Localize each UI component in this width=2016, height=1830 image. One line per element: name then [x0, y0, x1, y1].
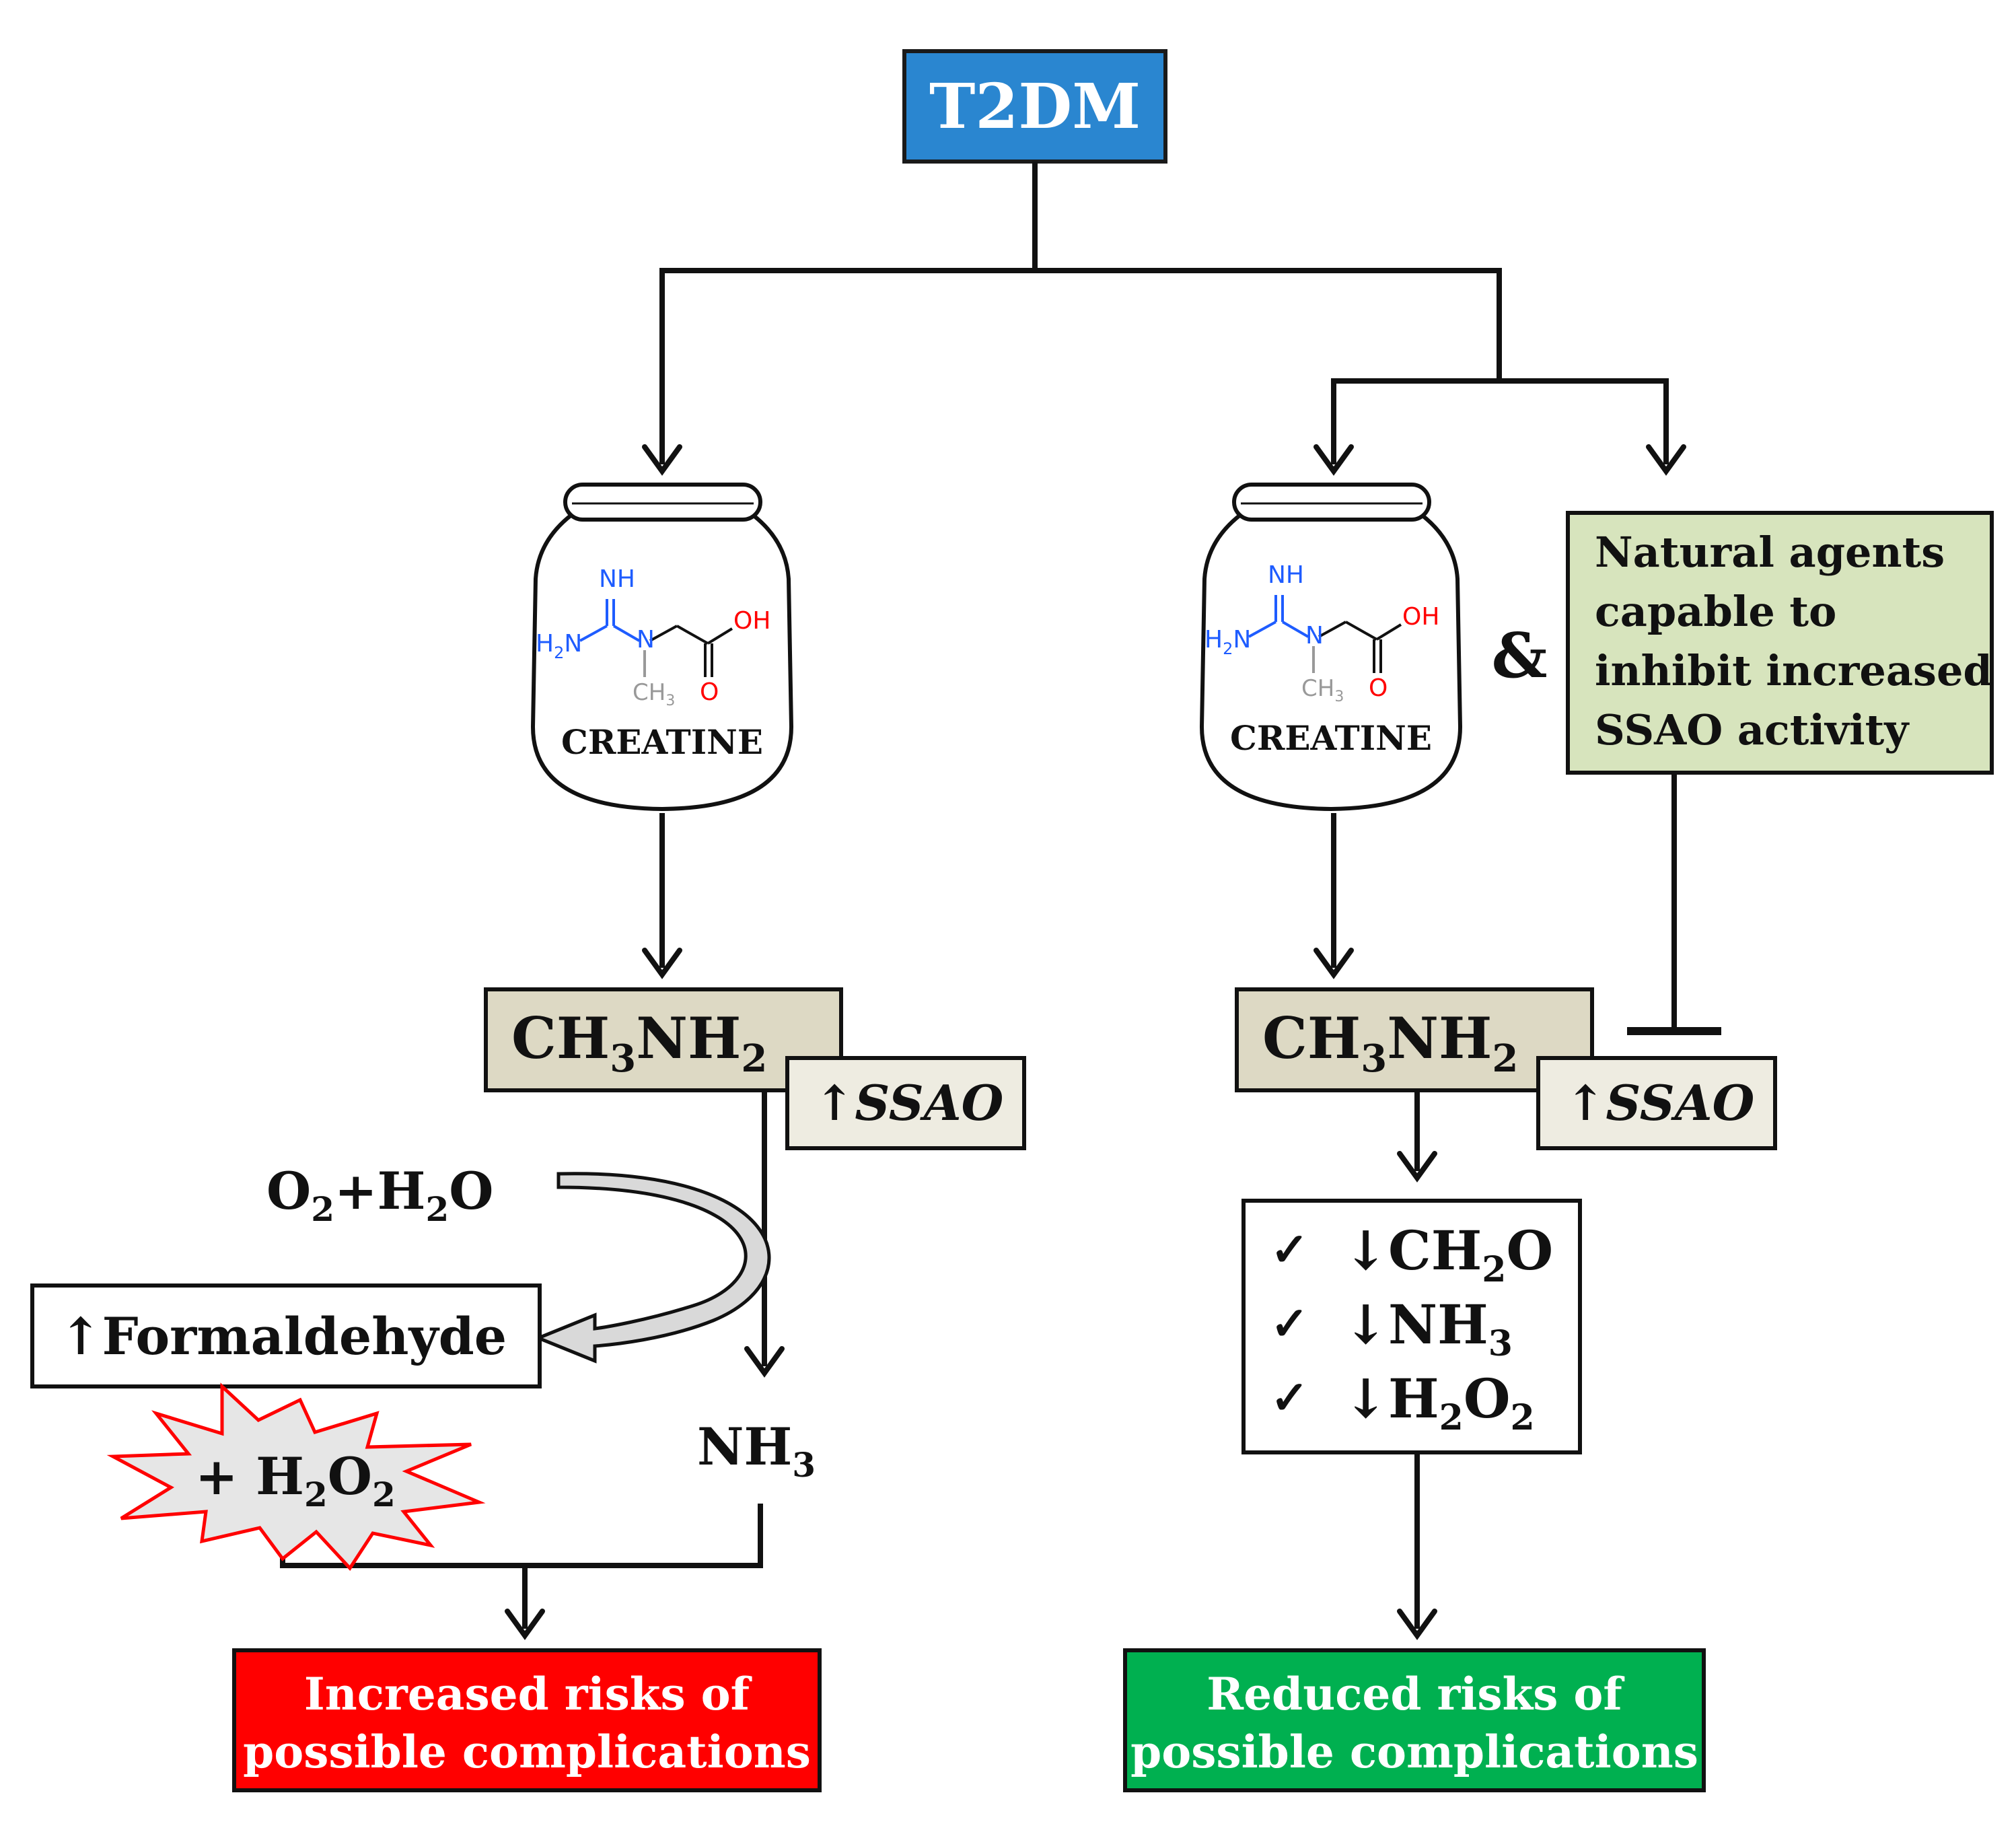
ch3nh2-box-left: CH3NH2 [484, 987, 843, 1092]
oh-label: OH [1402, 603, 1439, 631]
h2o2-starburst: + H2O2 [106, 1382, 486, 1572]
oh-label: OH [733, 607, 770, 635]
arrowhead [642, 948, 682, 979]
ssao-label: ↑SSAO [814, 1074, 1004, 1131]
arrowhead [505, 1609, 545, 1640]
increased-line-2: possible complications [243, 1726, 811, 1778]
agents-line-4: SSAO activity [1595, 705, 1910, 754]
creatine-jar-left: NH H2N N OH O CH3 CREATINE [530, 483, 794, 812]
n-label: N [1305, 622, 1324, 649]
ssao-box-right: ↑SSAO [1536, 1056, 1777, 1150]
ampersand: & [1491, 619, 1547, 692]
creatine-structure-right: NH H2N N OH O CH3 [1204, 561, 1439, 705]
ch3-label: CH3 [1301, 675, 1344, 705]
arrowhead [1646, 444, 1686, 476]
agents-line-1: Natural agents [1595, 528, 1945, 577]
ssao-box-left: ↑SSAO [785, 1056, 1026, 1150]
increased-line-1: Increased risks of [304, 1668, 752, 1720]
t2dm-label: T2DM [929, 70, 1141, 143]
agents-line-2: capable to [1595, 587, 1836, 636]
ssao-label: ↑SSAO [1565, 1074, 1755, 1131]
reduced-line-1: Reduced risks of [1207, 1668, 1624, 1720]
o-label: O [700, 678, 719, 706]
reduced-risks-box: Reduced risks of possible complications [1123, 1648, 1706, 1792]
arrowheads [505, 444, 1686, 1640]
ch3nh2-box-right: CH3NH2 [1235, 987, 1594, 1092]
curved-arrow [534, 1172, 771, 1364]
formaldehyde-label: ↑Formaldehyde [59, 1306, 507, 1366]
formaldehyde-box: ↑Formaldehyde [30, 1283, 542, 1388]
ch2o-item: ↓CH2O [1343, 1219, 1553, 1290]
natural-agents-box: Natural agents capable to inhibit increa… [1566, 511, 1994, 775]
nh3-label: NH3 [697, 1417, 816, 1485]
o2-h2o-label: O2+H2O [266, 1161, 494, 1229]
nh-label: NH [599, 565, 635, 593]
t2dm-node: T2DM [902, 49, 1167, 164]
arrowhead [744, 1346, 785, 1378]
ch3nh2-label: CH3NH2 [511, 1005, 767, 1081]
arrowhead [1397, 1609, 1437, 1640]
check-icon: ✓ [1270, 1371, 1309, 1425]
arrowhead [1397, 1151, 1437, 1183]
n-label: N [637, 626, 655, 654]
creatine-structure-left: NH H2N N OH O CH3 [536, 565, 770, 709]
creatine-jar-right: NH H2N N OH O CH3 CREATINE [1199, 483, 1463, 812]
increased-risks-box: Increased risks of possible complication… [232, 1648, 822, 1792]
o-label: O [1369, 674, 1388, 702]
ch3-label: CH3 [633, 679, 675, 709]
connector-lines [280, 162, 1721, 1629]
check-icon: ✓ [1270, 1297, 1309, 1351]
ch3nh2-label: CH3NH2 [1262, 1005, 1518, 1081]
agents-line-3: inhibit increased [1595, 646, 1992, 695]
nh-label: NH [1268, 561, 1304, 589]
h2n-label: H2N [536, 630, 582, 662]
arrowhead [1313, 948, 1354, 979]
check-icon: ✓ [1270, 1223, 1309, 1277]
h2o2-item: ↓H2O2 [1343, 1367, 1535, 1438]
checklist-box: ✓ ✓ ✓ ↓CH2O ↓NH3 ↓H2O2 [1241, 1199, 1582, 1454]
arrowhead [642, 444, 682, 476]
creatine-label: CREATINE [561, 722, 763, 762]
arrowhead [1313, 444, 1354, 476]
h2o2-label: + H2O2 [195, 1446, 396, 1514]
nh3-item: ↓NH3 [1343, 1293, 1513, 1364]
h2n-label: H2N [1204, 626, 1251, 658]
creatine-label: CREATINE [1230, 718, 1432, 758]
reduced-line-2: possible complications [1130, 1726, 1698, 1778]
